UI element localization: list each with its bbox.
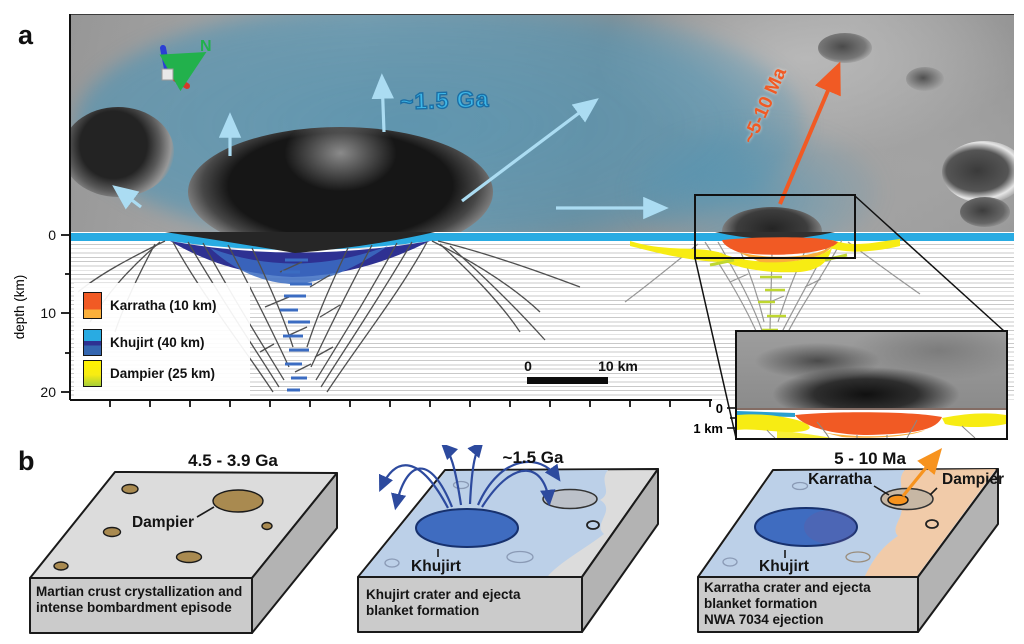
stage-3-title: 5 - 10 Ma — [834, 449, 906, 468]
small-crater-outlines — [722, 481, 939, 567]
khujirt-crater-shading — [804, 510, 856, 544]
nwa7034-ejection-arrow-icon — [901, 448, 943, 498]
evolution-stages: 4.5 - 3.9 Ga Dampier ~1.5 Ga Khujirt — [29, 445, 1004, 634]
caption-line: blanket formation — [366, 603, 480, 618]
scale-bar — [527, 377, 608, 384]
karratha-crater — [887, 494, 909, 506]
legend-item-khujirt: Khujirt (40 km) — [83, 328, 205, 356]
panel-b-label: b — [18, 446, 35, 476]
compass-axes-icon — [159, 45, 207, 92]
panel-a-axes: 0 10 20 depth (km) 0 1 km — [12, 14, 1005, 439]
khujirt-label: Khujirt — [759, 558, 809, 575]
compass-north-label: N — [200, 38, 212, 55]
karratha-inset-image — [737, 332, 1006, 408]
khujirt-crater — [415, 508, 519, 548]
stage-3-caption: Karratha crater and ejecta blanket forma… — [704, 580, 871, 628]
scale-bar-end: 10 km — [598, 358, 638, 374]
caption-line: Martian crust crystallization and — [36, 584, 243, 599]
khujirt-label: Khujirt — [411, 558, 461, 575]
caption-line: Khujirt crater and ejecta — [366, 587, 521, 602]
karratha-ejecta-blanket — [865, 469, 996, 576]
inset-tick-0: 0 — [716, 401, 723, 416]
nwa7034-ejection-arrow-icon — [778, 61, 841, 205]
khujirt-crater-old — [754, 507, 858, 547]
stage-1-caption: Martian crust crystallization and intens… — [36, 584, 242, 616]
panel-a-label: a — [18, 20, 34, 50]
ejecta-trajectory-arrow-icons — [379, 445, 561, 511]
crater-east — [942, 141, 1014, 203]
crater-north-1 — [818, 33, 872, 63]
stage-1-craters — [53, 483, 273, 571]
legend-label: Karratha (10 km) — [110, 297, 217, 313]
legend — [74, 283, 250, 396]
caption-line: Karratha crater and ejecta — [704, 580, 871, 595]
small-crater-outlines — [384, 480, 600, 568]
ytick-20: 20 — [40, 384, 56, 400]
karratha-inset-cross-section — [737, 408, 1006, 439]
y-axis-label: depth (km) — [12, 275, 27, 340]
khujirt-swatch — [83, 328, 102, 356]
inset-locator-rect — [694, 194, 856, 259]
caption-line: blanket formation — [704, 596, 818, 611]
crater-east-small — [960, 197, 1010, 227]
scale-bar-start: 0 — [524, 358, 532, 374]
karratha-label: Karratha — [808, 471, 872, 488]
photo-annotations: N — [112, 38, 841, 220]
karratha-swatch — [83, 291, 102, 319]
dampier-crater — [212, 489, 264, 513]
legend-label: Dampier (25 km) — [110, 365, 216, 381]
legend-item-karratha: Karratha (10 km) — [83, 291, 217, 319]
khujirt-crater-photo — [188, 127, 493, 233]
crater-north-2 — [906, 67, 944, 91]
legend-item-dampier: Dampier (25 km) — [83, 359, 216, 387]
caption-line: intense bombardment episode — [36, 600, 232, 615]
karratha-inset — [735, 330, 1008, 440]
stage-2-caption: Khujirt crater and ejecta blanket format… — [366, 587, 521, 619]
legend-label: Khujirt (40 km) — [110, 334, 205, 350]
dampier-label: Dampier — [942, 471, 1004, 488]
inset-connector-right — [854, 195, 1005, 332]
crater-west — [70, 107, 174, 197]
khujirt-breccia-dashes — [280, 258, 312, 392]
ejecta-flow-arrow-icons — [112, 73, 669, 220]
ytick-10: 10 — [40, 305, 56, 321]
buried-dampier-crater — [542, 488, 598, 510]
inset-tick-1km: 1 km — [693, 421, 723, 436]
stage-2-title: ~1.5 Ga — [503, 448, 565, 467]
stage-1-title: 4.5 - 3.9 Ga — [188, 451, 278, 470]
dampier-label: Dampier — [132, 514, 194, 531]
dampier-swatch — [83, 359, 102, 387]
caption-line: NWA 7034 ejection — [704, 612, 824, 627]
ytick-0: 0 — [48, 227, 56, 243]
